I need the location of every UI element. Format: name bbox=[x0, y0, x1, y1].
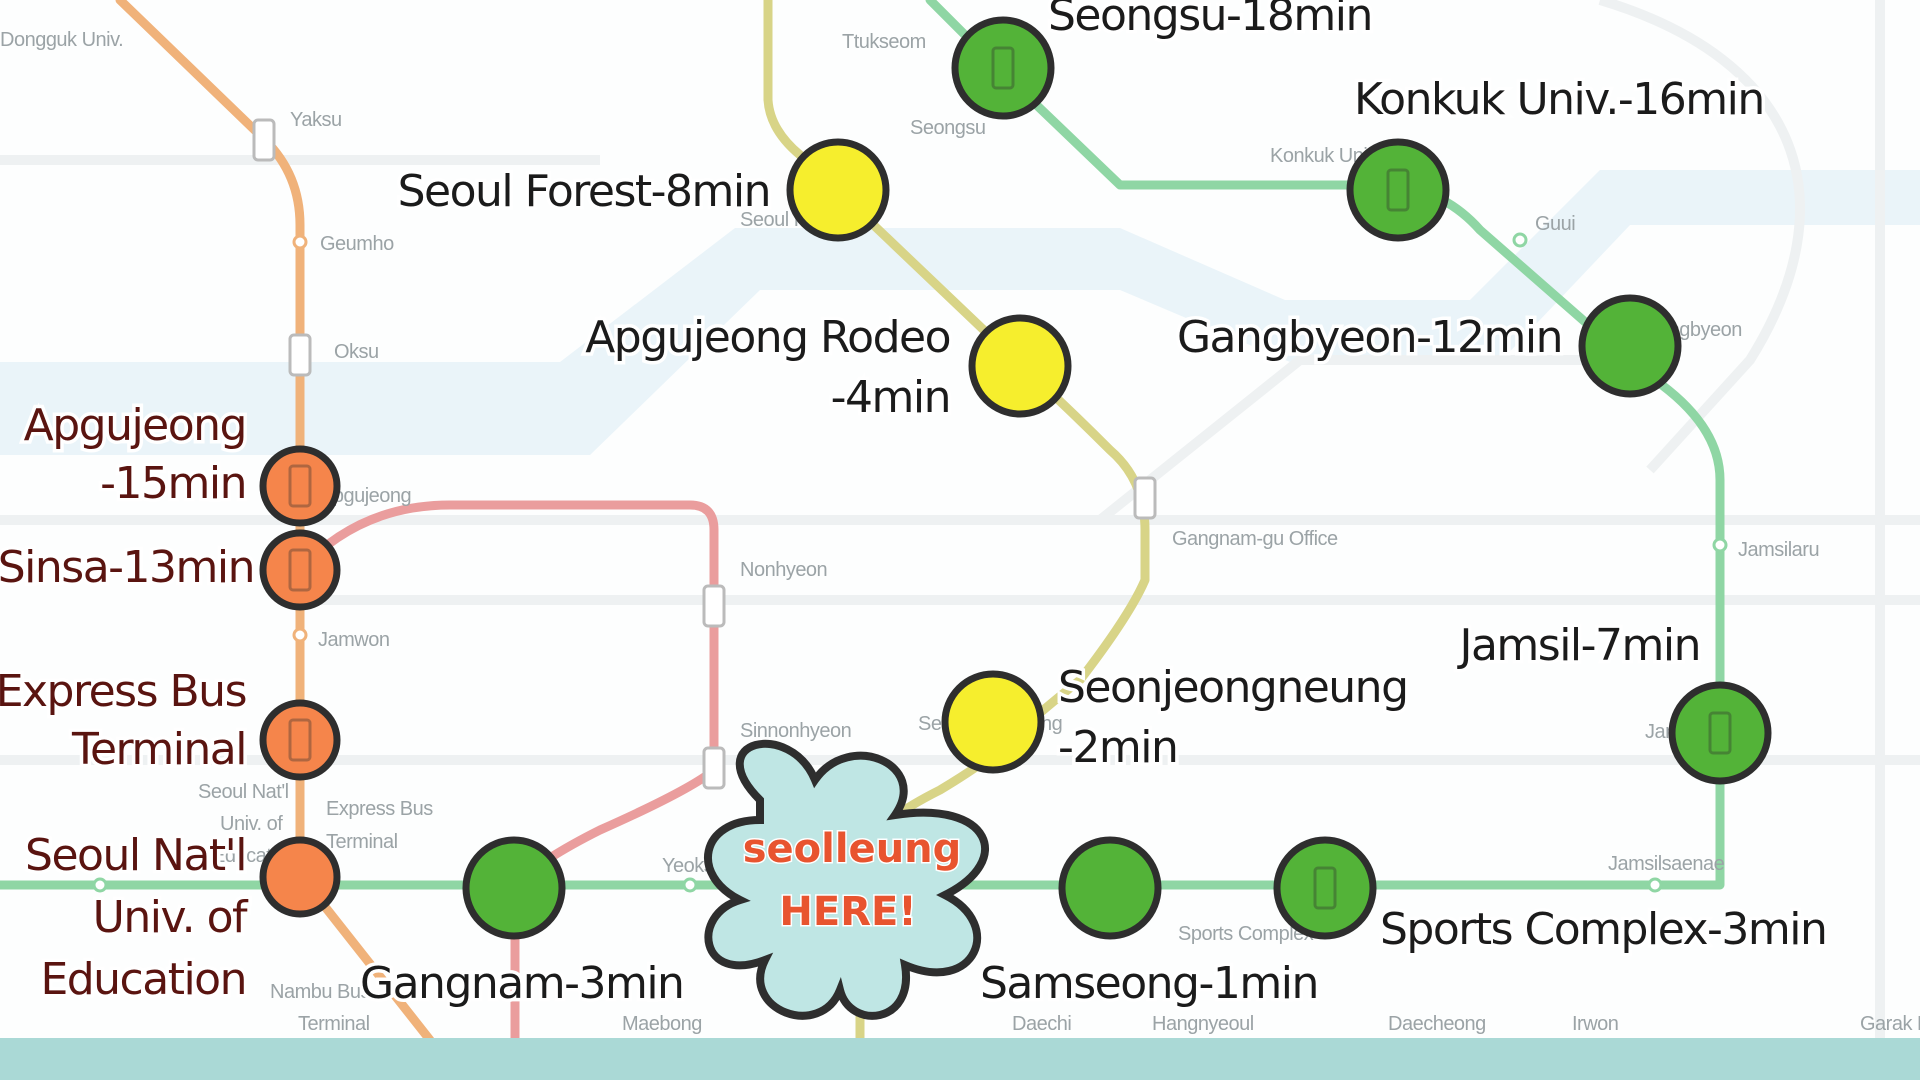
map-label-oksu: Oksu bbox=[334, 341, 379, 363]
river bbox=[0, 170, 1920, 455]
minor-stations bbox=[92, 118, 1728, 893]
map-label-apgujeong: Apgujeong bbox=[320, 485, 411, 507]
marker-seongsu[interactable] bbox=[951, 16, 1055, 120]
map-label-hangnyeoul: Hangnyeoul bbox=[1152, 1013, 1254, 1035]
map-label-seongsu: Seongsu bbox=[910, 117, 985, 139]
label-seongsu: Seongsu-18min bbox=[1048, 0, 1372, 41]
marker-gangnam[interactable] bbox=[462, 836, 566, 940]
map-label-jamsilsaenae: Jamsilsaenae bbox=[1608, 853, 1725, 875]
marker-express-bus[interactable] bbox=[259, 699, 341, 781]
marker-seoul-forest[interactable] bbox=[786, 138, 890, 242]
station-labels: Seongsu-18min Konkuk Univ.-16min Seoul F… bbox=[0, 0, 1828, 1009]
label-sports-complex: Sports Complex-3min bbox=[1380, 904, 1826, 955]
map-label-express-bus-2: Terminal bbox=[326, 831, 398, 853]
map-label-daechi: Daechi bbox=[1012, 1013, 1071, 1035]
hub-subtitle: HERE! bbox=[779, 889, 916, 935]
hub-title: seolleung bbox=[743, 826, 962, 872]
map-label-nambu-bus-2: Terminal bbox=[298, 1013, 370, 1035]
bottom-band bbox=[0, 1038, 1920, 1080]
marker-sports-complex[interactable] bbox=[1273, 836, 1377, 940]
marker-inner-icons bbox=[288, 46, 1732, 910]
map-label-nambu-bus-1: Nambu Bus bbox=[270, 981, 370, 1003]
map-label-seoul-natl-2: Univ. of bbox=[220, 813, 283, 835]
marker-jamsil[interactable] bbox=[1668, 681, 1772, 785]
map-label-seoul-natl-1: Seoul Nat'l bbox=[198, 781, 289, 803]
marker-konkuk[interactable] bbox=[1346, 138, 1450, 242]
map-label-yaksu: Yaksu bbox=[290, 109, 342, 131]
marker-sinsa[interactable] bbox=[259, 529, 341, 611]
label-express-bus-1: Express Bus bbox=[0, 666, 246, 717]
label-apgujeong-2: -15min bbox=[100, 458, 246, 509]
marker-seonjeongneung[interactable] bbox=[941, 670, 1045, 774]
label-apgujeong-1: Apgujeong bbox=[24, 400, 246, 451]
station-markers bbox=[259, 16, 1772, 940]
seolleung-hub[interactable]: seolleung HERE! bbox=[704, 739, 989, 1020]
marker-apgujeong-rodeo[interactable] bbox=[968, 314, 1072, 418]
map-label-jamsilnaru: Jamsilaru bbox=[1738, 539, 1819, 561]
map-label-dongguk: Dongguk Univ. bbox=[0, 29, 123, 51]
map-label-express-bus-1: Express Bus bbox=[326, 798, 433, 820]
marker-samseong[interactable] bbox=[1058, 836, 1162, 940]
map-label-ttukseom: Ttukseom bbox=[842, 31, 926, 53]
map-label-gangnam-gu-office: Gangnam-gu Office bbox=[1172, 528, 1338, 550]
label-gangnam: Gangnam-3min bbox=[360, 958, 683, 1009]
label-express-bus-2: Terminal bbox=[71, 724, 246, 775]
label-apgujeong-rodeo-1: Apgujeong Rodeo bbox=[585, 312, 950, 363]
map-label-konkuk: Konkuk Univ. bbox=[1270, 145, 1380, 167]
map-label-sports-complex: Sports Complex bbox=[1178, 923, 1314, 945]
label-seonjeongneung-1: Seonjeongneung bbox=[1058, 662, 1408, 713]
map-label-sinnonhyeon: Sinnonhyeon bbox=[740, 720, 851, 742]
label-sinsa: Sinsa-13min bbox=[0, 542, 254, 593]
map-label-garak: Garak M bbox=[1860, 1013, 1920, 1035]
label-seoul-natl-3: Education bbox=[40, 954, 246, 1005]
hub-blob bbox=[704, 739, 989, 1020]
marker-seoul-natl[interactable] bbox=[259, 836, 341, 918]
label-gangbyeon: Gangbyeon-12min bbox=[1177, 312, 1562, 363]
map-label-guui: Guui bbox=[1535, 213, 1575, 235]
marker-apgujeong[interactable] bbox=[259, 445, 341, 527]
marker-gangbyeon[interactable] bbox=[1578, 294, 1682, 398]
map-label-geumho: Geumho bbox=[320, 233, 394, 255]
label-jamsil: Jamsil-7min bbox=[1456, 620, 1700, 671]
label-samseong: Samseong-1min bbox=[980, 958, 1318, 1009]
label-apgujeong-rodeo-2: -4min bbox=[831, 372, 950, 423]
label-konkuk: Konkuk Univ.-16min bbox=[1354, 74, 1764, 125]
map-label-daecheong: Daecheong bbox=[1388, 1013, 1486, 1035]
label-seonjeongneung-2: -2min bbox=[1058, 722, 1177, 773]
label-seoul-natl-1: Seoul Nat'l bbox=[25, 830, 246, 881]
map-label-maebong: Maebong bbox=[622, 1013, 702, 1035]
label-seoul-natl-2: Univ. of bbox=[93, 892, 249, 943]
map-label-nonhyeon: Nonhyeon bbox=[740, 559, 827, 581]
label-seoul-forest: Seoul Forest-8min bbox=[398, 166, 770, 217]
map-label-irwon: Irwon bbox=[1572, 1013, 1618, 1035]
map-label-jamwon: Jamwon bbox=[318, 629, 389, 651]
